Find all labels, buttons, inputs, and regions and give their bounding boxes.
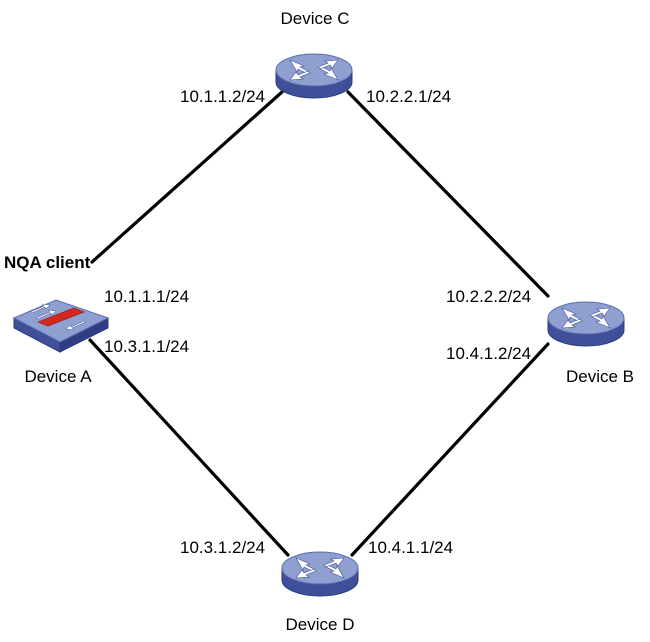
ip-b-to-d: 10.4.1.2/24 xyxy=(446,344,531,363)
ip-d-to-b: 10.4.1.1/24 xyxy=(368,538,453,557)
link-a-c xyxy=(90,90,284,264)
router-icon xyxy=(275,53,353,99)
nqa-client-label: NQA client xyxy=(4,253,91,272)
link-c-b xyxy=(346,90,550,298)
link-d-b xyxy=(350,342,550,557)
ip-a-to-c: 10.1.1.1/24 xyxy=(104,287,189,306)
device-c-label: Device C xyxy=(281,9,350,28)
ip-c-to-a: 10.1.1.2/24 xyxy=(180,87,265,106)
ip-d-to-a: 10.3.1.2/24 xyxy=(180,538,265,557)
router-icon xyxy=(547,301,625,347)
ip-a-to-d: 10.3.1.1/24 xyxy=(104,337,189,356)
device-a-label: Device A xyxy=(24,367,92,386)
link-a-d xyxy=(88,338,290,557)
switch-icon xyxy=(12,299,110,353)
router-icon xyxy=(281,551,359,597)
ip-b-to-c: 10.2.2.2/24 xyxy=(446,287,531,306)
device-d-label: Device D xyxy=(286,615,355,634)
ip-c-to-b: 10.2.2.1/24 xyxy=(366,87,451,106)
device-b-label: Device B xyxy=(566,367,634,386)
